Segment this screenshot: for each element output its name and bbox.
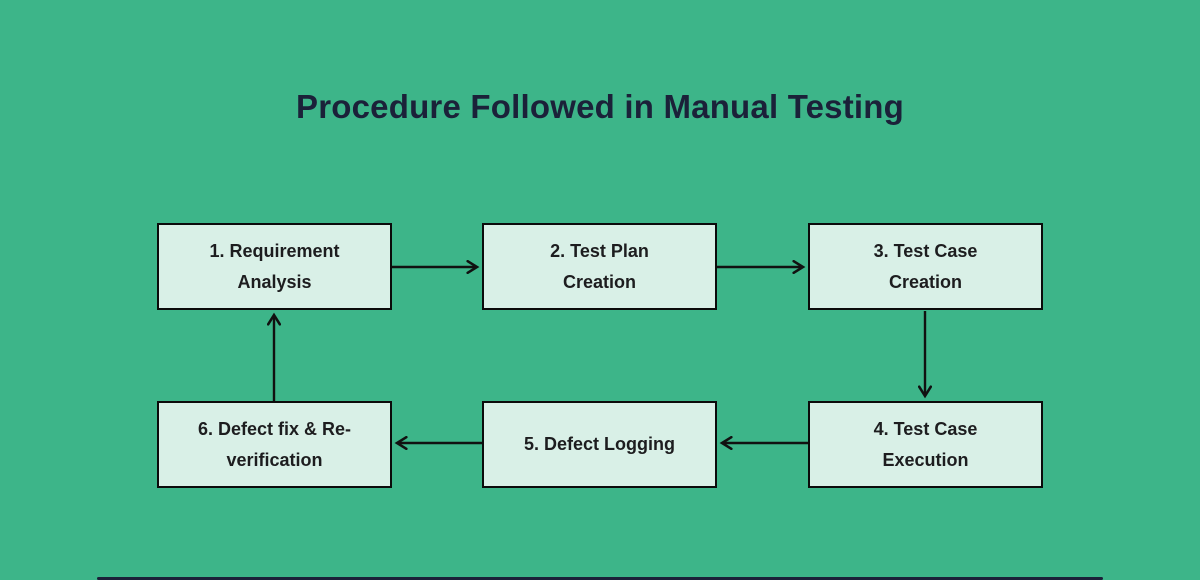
step-label-line: Creation	[888, 271, 962, 292]
step-label-line: 1. Requirement	[209, 240, 340, 261]
step-label-line: Execution	[882, 449, 969, 470]
step-box-defect-logging: 5. Defect Logging	[482, 401, 717, 488]
step-label-line: 2. Test Plan	[550, 240, 649, 261]
step-label-line: Analysis	[237, 271, 312, 292]
step-label-line: 5. Defect Logging	[523, 434, 675, 454]
step-box-test-case-execution: 4. Test Case Execution	[808, 401, 1043, 488]
bottom-edge-line	[97, 577, 1103, 580]
step-label-line: 6. Defect fix & Re-	[197, 418, 352, 439]
step-label-line: verification	[226, 449, 323, 470]
step-box-test-plan-creation: 2. Test Plan Creation	[482, 223, 717, 310]
step-box-defect-fix-reverification: 6. Defect fix & Re- verification	[157, 401, 392, 488]
diagram-title: Procedure Followed in Manual Testing	[296, 88, 904, 125]
step-label-line: 4. Test Case	[873, 418, 978, 439]
step-label-line: Creation	[562, 271, 636, 292]
step-box-test-case-creation: 3. Test Case Creation	[808, 223, 1043, 310]
step-box-requirement-analysis: 1. Requirement Analysis	[157, 223, 392, 310]
step-label-line: 3. Test Case	[873, 240, 978, 261]
